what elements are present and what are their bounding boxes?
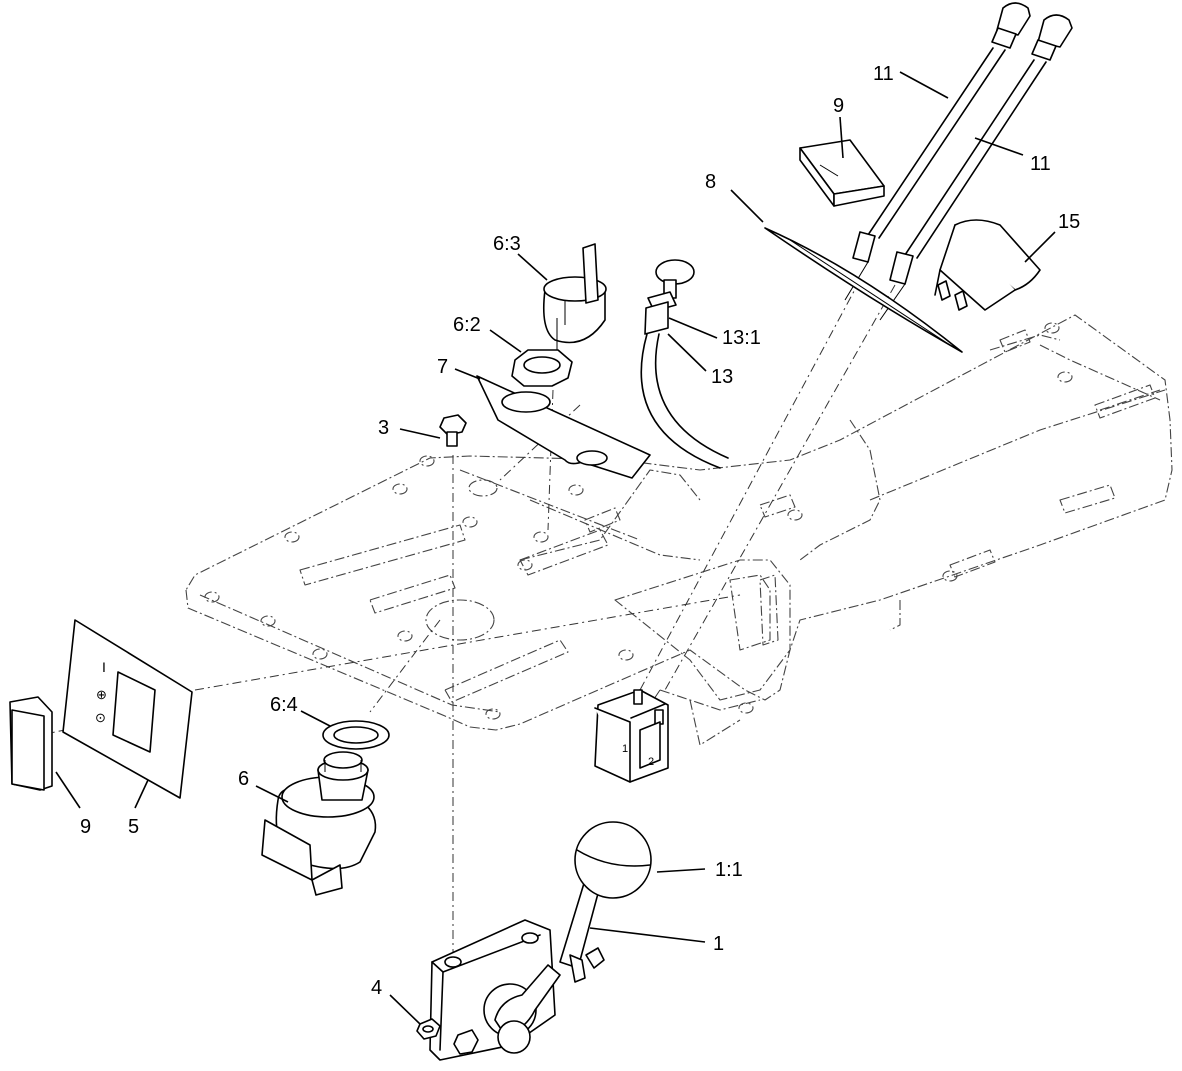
switch-mark-2: 2 (648, 756, 654, 768)
decal-plate (476, 375, 651, 479)
plug-lower (9, 696, 53, 791)
decal-mark-3: ⊙ (95, 710, 106, 725)
callout-13-1: 13:1 (722, 327, 761, 349)
callout-6-4: 6:4 (270, 694, 298, 716)
rocker-switch: 1 2 (594, 689, 669, 783)
leader-lines (55, 71, 1056, 1025)
callout-3: 3 (378, 417, 389, 439)
plug-upper (799, 139, 885, 207)
callout-11-upper: 11 (873, 63, 894, 85)
callout-6: 6 (238, 768, 249, 790)
switch-decal: I ⊕ ⊙ (62, 619, 193, 799)
key (542, 243, 607, 358)
alignment-lines (39, 279, 896, 960)
hour-meter (934, 219, 1041, 311)
gasket-seal (764, 227, 963, 353)
callout-1: 1 (713, 933, 724, 955)
lock-nut (416, 1018, 441, 1040)
callout-6-2: 6:2 (453, 314, 481, 336)
callout-11-lower: 11 (1030, 153, 1051, 175)
callout-labels: 11 11 9 8 15 6:3 6:2 13:1 13 7 3 6:4 6 9… (80, 63, 1080, 999)
decal-mark-2: ⊕ (96, 687, 107, 702)
callout-13: 13 (711, 366, 733, 388)
control-panel-frame (185, 314, 1173, 746)
switch-mark-1: 1 (622, 743, 628, 755)
bolt (439, 414, 467, 447)
callout-5: 5 (128, 816, 139, 838)
decal-mark-1: I (102, 659, 106, 675)
callout-8: 8 (705, 171, 716, 193)
choke-cable (640, 259, 729, 469)
callout-4: 4 (371, 977, 382, 999)
cable-assembly (844, 2, 1073, 321)
callout-7: 7 (437, 356, 448, 378)
callout-6-3: 6:3 (493, 233, 521, 255)
callout-15: 15 (1058, 211, 1080, 233)
callout-1-1: 1:1 (715, 859, 743, 881)
callout-9-lower: 9 (80, 816, 91, 838)
lock-washer (322, 720, 390, 750)
ignition-switch (261, 751, 377, 896)
callout-9-upper: 9 (833, 95, 844, 117)
throttle-lever (429, 821, 652, 1061)
hex-nut (511, 349, 573, 387)
